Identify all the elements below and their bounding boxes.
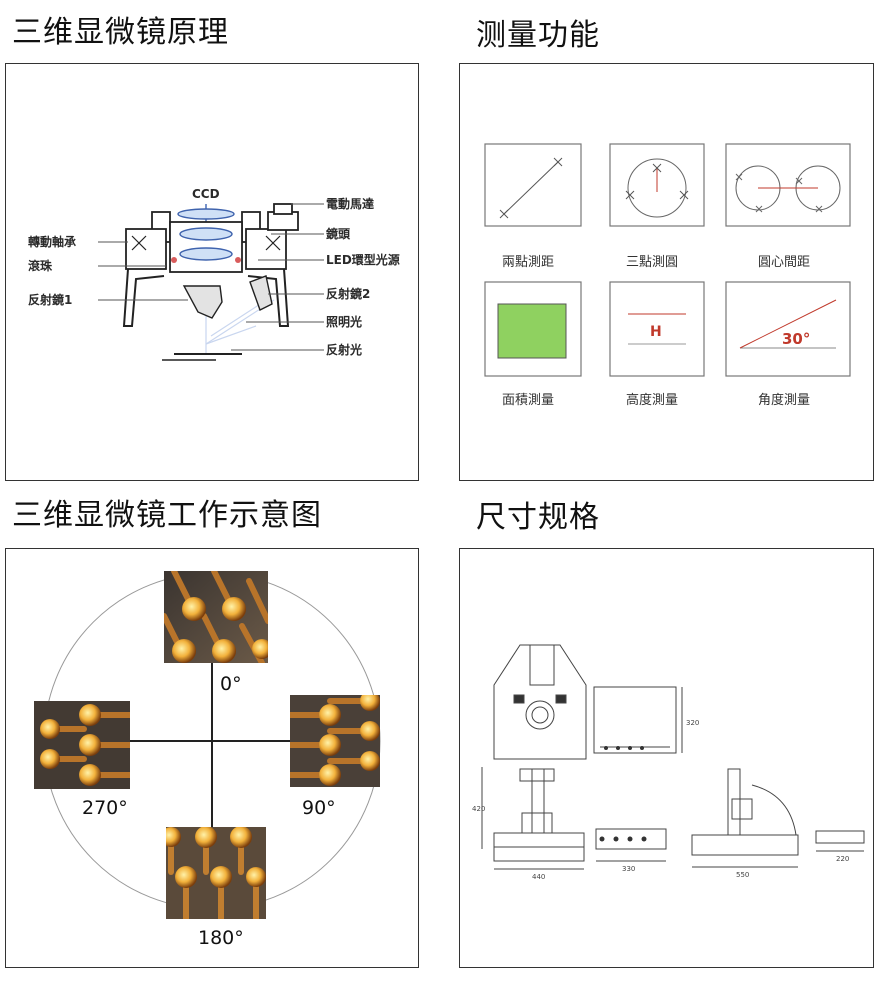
three-point-circle-icon	[625, 158, 689, 218]
microscope-principle-diagram: CCD 電動馬達 鏡頭 LED環型光源 反射鏡2 照明光 反射光 轉動軸承 滾珠…	[28, 187, 400, 361]
measure-label-center-distance: 圓心間距	[758, 255, 810, 270]
angle-label-90: 90°	[302, 797, 336, 819]
label-led: LED環型光源	[326, 252, 400, 267]
dim-420: 420	[472, 805, 485, 813]
working-panel: 0° 90° 180° 270°	[5, 548, 419, 968]
area-measure-icon	[497, 303, 567, 359]
dim-330: 330	[622, 865, 635, 873]
box-angle	[725, 281, 851, 377]
photo-270-degree	[34, 701, 130, 789]
label-bearing: 轉動軸承	[28, 234, 76, 249]
label-motor: 電動馬達	[326, 196, 374, 211]
label-illumination: 照明光	[326, 314, 362, 329]
label-ball: 滾珠	[28, 258, 53, 273]
measure-panel: H 30° 兩點測距 三點測圓 圓心間距 面積測量 高度測量 角度測量	[459, 63, 874, 481]
angle-label-0: 0°	[220, 673, 242, 695]
size-title: 尺寸规格	[476, 500, 600, 535]
dim-220: 220	[836, 855, 849, 863]
measure-label-two-point: 兩點測距	[502, 255, 554, 270]
two-point-distance-icon	[499, 157, 563, 219]
photo-180-degree	[166, 827, 266, 919]
size-drawings: 320 420 440 330 550 220	[472, 644, 865, 881]
size-panel: 320 420 440 330 550 220	[459, 548, 874, 968]
measure-label-area: 面積測量	[502, 393, 554, 408]
measure-functions-grid: H 30° 兩點測距 三點測圓 圓心間距 面積測量 高度測量 角度測量	[484, 143, 851, 408]
dim-550: 550	[736, 871, 749, 879]
principle-panel: CCD 電動馬達 鏡頭 LED環型光源 反射鏡2 照明光 反射光 轉動軸承 滾珠…	[5, 63, 419, 481]
label-mirror1: 反射鏡1	[28, 292, 72, 307]
center-distance-icon	[735, 165, 841, 213]
working-title: 三维显微镜工作示意图	[12, 498, 322, 533]
height-measure-icon: H	[628, 313, 686, 345]
measure-label-height: 高度測量	[626, 392, 678, 408]
label-lens: 鏡頭	[325, 226, 351, 241]
photo-90-degree	[290, 695, 380, 787]
dim-320: 320	[686, 719, 699, 727]
svg-text:H: H	[650, 324, 662, 340]
box-two-point	[484, 143, 582, 227]
measure-label-three-point: 三點測圓	[626, 255, 678, 270]
dim-440: 440	[532, 873, 545, 881]
angle-label-180: 180°	[198, 927, 244, 949]
photo-0-degree	[164, 571, 268, 663]
label-reflected-light: 反射光	[326, 342, 362, 357]
svg-text:30°: 30°	[782, 330, 810, 348]
measure-label-angle: 角度測量	[758, 392, 810, 408]
angle-measure-icon: 30°	[739, 299, 837, 349]
box-height	[609, 281, 705, 377]
principle-title: 三维显微镜原理	[12, 15, 229, 50]
label-mirror2: 反射鏡2	[326, 286, 370, 301]
angle-label-270: 270°	[82, 797, 128, 819]
label-ccd: CCD	[192, 187, 220, 201]
measure-title: 测量功能	[476, 18, 600, 53]
box-center-distance	[725, 143, 851, 227]
